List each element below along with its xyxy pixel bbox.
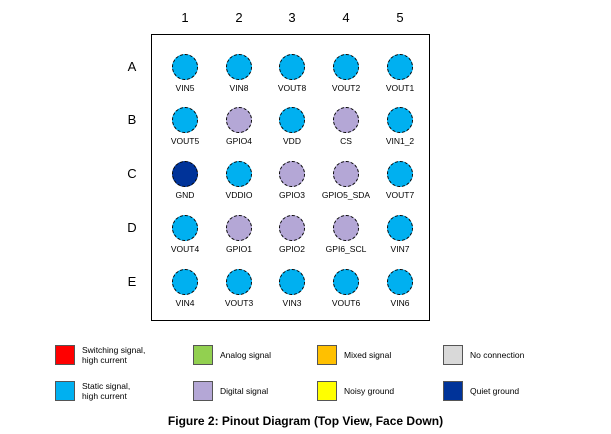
pin-label: VIN1_2 <box>385 136 415 146</box>
pin-label: GPIO3 <box>279 190 305 200</box>
pin-ball <box>387 107 413 133</box>
pin-label: VOUT3 <box>224 298 254 308</box>
legend-swatch-digital <box>193 381 213 401</box>
pin-ball <box>172 269 198 295</box>
pin-ball <box>226 107 252 133</box>
legend-label-nc: No connection <box>470 350 525 360</box>
pin-label: VIN8 <box>229 83 249 93</box>
legend-label-digital: Digital signal <box>220 386 269 396</box>
pin-label: VIN7 <box>390 244 410 254</box>
row-header: C <box>127 166 137 181</box>
pin-label: CS <box>340 136 352 146</box>
pin-label: GPIO1 <box>226 244 252 254</box>
column-header: 3 <box>288 10 296 25</box>
pin-ball <box>279 161 305 187</box>
pin-ball <box>387 161 413 187</box>
column-header: 2 <box>235 10 243 25</box>
pin-ball <box>333 269 359 295</box>
pin-ball <box>333 161 359 187</box>
pin-label: VOUT1 <box>385 83 415 93</box>
legend-label-noisy_ground: Noisy ground <box>344 386 395 396</box>
pin-label: GPIO2 <box>279 244 305 254</box>
pin-label: VOUT2 <box>331 83 361 93</box>
pin-label: GPIO5_SDA <box>321 190 371 200</box>
pin-ball <box>279 215 305 241</box>
pin-label: VOUT7 <box>385 190 415 200</box>
column-header: 4 <box>342 10 350 25</box>
pin-ball <box>333 107 359 133</box>
pin-ball <box>226 54 252 80</box>
pin-label: VOUT4 <box>170 244 200 254</box>
pin-ball <box>279 269 305 295</box>
pin-ball <box>226 161 252 187</box>
package-outline <box>151 34 430 321</box>
pin-label: VDDIO <box>225 190 253 200</box>
pin-ball <box>172 107 198 133</box>
pin-ball <box>333 54 359 80</box>
legend-swatch-nc <box>443 345 463 365</box>
pin-label: GPI6_SCL <box>325 244 367 254</box>
row-header: E <box>127 274 137 289</box>
pin-label: VIN5 <box>175 83 195 93</box>
pin-label: VDD <box>283 136 301 146</box>
column-header: 1 <box>181 10 189 25</box>
pin-label: VOUT5 <box>170 136 200 146</box>
pin-label: VIN3 <box>282 298 302 308</box>
pin-label: VOUT8 <box>277 83 307 93</box>
pin-ball <box>387 269 413 295</box>
legend-swatch-switching <box>55 345 75 365</box>
pin-ball <box>279 54 305 80</box>
pin-label: GND <box>175 190 195 200</box>
row-header: A <box>127 59 137 74</box>
legend-label-mixed: Mixed signal <box>344 350 392 360</box>
legend-label-switching: Switching signal,high current <box>82 345 146 365</box>
pin-ball <box>226 215 252 241</box>
legend-swatch-noisy_ground <box>317 381 337 401</box>
pin-ball <box>387 215 413 241</box>
pin-label: VIN4 <box>175 298 195 308</box>
legend-label-quiet_ground: Quiet ground <box>470 386 520 396</box>
row-header: D <box>127 220 137 235</box>
pin-ball <box>172 54 198 80</box>
legend-swatch-mixed <box>317 345 337 365</box>
pin-ball <box>226 269 252 295</box>
row-header: B <box>127 112 137 127</box>
pin-label: VIN6 <box>390 298 410 308</box>
legend-label-analog: Analog signal <box>220 350 272 360</box>
pin-label: VOUT6 <box>331 298 361 308</box>
legend-swatch-analog <box>193 345 213 365</box>
legend-swatch-static <box>55 381 75 401</box>
pin-ball <box>387 54 413 80</box>
pin-ball <box>279 107 305 133</box>
legend-label-static: Static signal,high current <box>82 381 131 401</box>
column-header: 5 <box>396 10 404 25</box>
figure-caption: Figure 2: Pinout Diagram (Top View, Face… <box>167 414 444 428</box>
pin-ball <box>333 215 359 241</box>
pin-ball <box>172 215 198 241</box>
pin-label: GPIO4 <box>226 136 252 146</box>
legend-swatch-quiet_ground <box>443 381 463 401</box>
pin-ball <box>172 161 198 187</box>
